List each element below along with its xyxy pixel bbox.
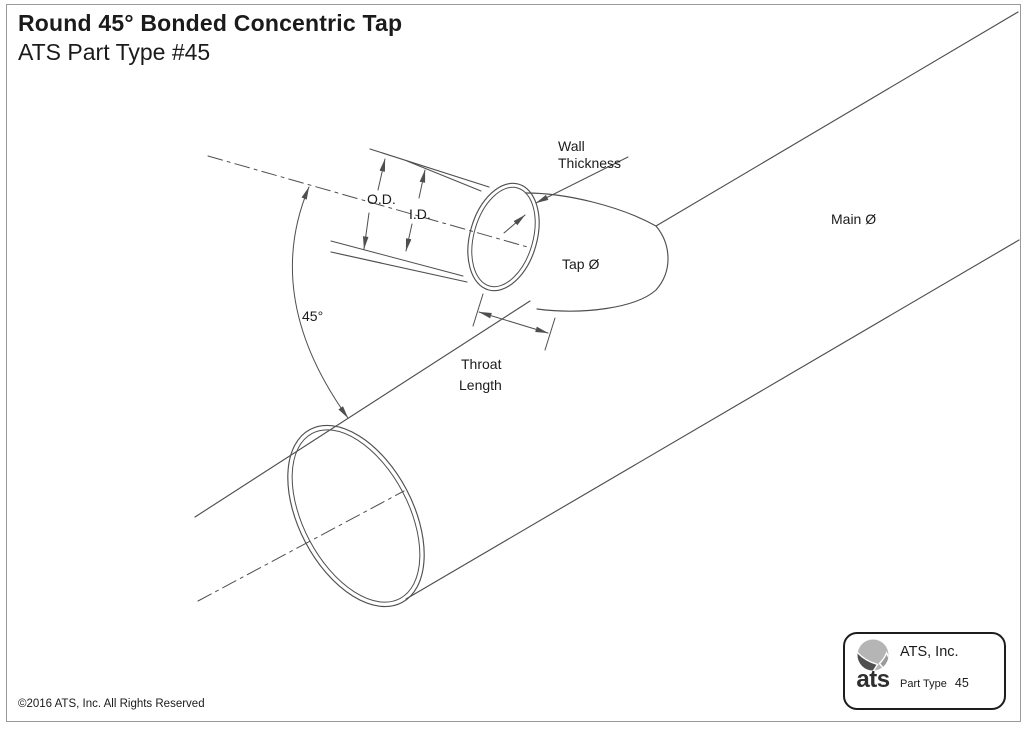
main-pipe <box>194 11 1020 608</box>
tap-diameter-label: Tap Ø <box>562 256 599 272</box>
throat-dim-line <box>478 311 549 334</box>
saddle-lobe-curve <box>536 225 669 312</box>
main-pipe-centerline <box>197 490 405 602</box>
copyright-notice: ©2016 ATS, Inc. All Rights Reserved <box>18 698 205 710</box>
od-dim-line-top <box>377 158 386 191</box>
part-type-label: Part Type <box>900 678 947 690</box>
throat-extension-tick-right <box>544 317 556 351</box>
tap-outer-bottom-edge <box>330 251 468 283</box>
angle-label: 45° <box>302 308 323 324</box>
main-pipe-upper-edge <box>194 300 531 518</box>
tap-inner-top-edge <box>406 160 482 192</box>
main-pipe-top-edge <box>655 11 1019 227</box>
tap-end-inner <box>471 186 536 288</box>
saddle-upper-curve <box>525 192 657 227</box>
id-dim-line-top <box>418 169 426 199</box>
angle-arc <box>291 186 349 419</box>
id-label: I.D. <box>409 206 431 222</box>
wall-thickness-label-line2: Thickness <box>558 155 621 171</box>
title-block-company: ATS, Inc. <box>900 644 959 660</box>
wall-thickness-label-line1: Wall <box>558 138 585 154</box>
page-subtitle: ATS Part Type #45 <box>18 39 211 65</box>
tap-outer-top-edge <box>369 148 490 188</box>
title-block: ats ATS, Inc. Part Type 45 <box>843 632 1006 710</box>
tap-saddle <box>525 192 669 312</box>
title-block-part-type: Part Type 45 <box>900 676 969 690</box>
main-diameter-label: Main Ø <box>831 211 876 227</box>
part-type-value: 45 <box>954 676 969 690</box>
od-label: O.D. <box>367 191 396 207</box>
id-dim-line-bottom <box>405 223 413 252</box>
tap-inner-bottom-edge <box>330 240 464 277</box>
throat-length-label-line1: Throat <box>461 356 502 372</box>
tap-pipe <box>207 148 540 292</box>
wall-thickness-inner-arrow <box>503 214 526 234</box>
od-dim-line-bottom <box>362 212 370 250</box>
tap-centerline <box>207 155 532 249</box>
dimensions <box>291 156 629 419</box>
throat-length-label-line2: Length <box>459 377 502 393</box>
throat-extension-tick-left <box>472 293 484 327</box>
ats-logo-wordmark: ats <box>856 666 890 693</box>
diagram-labels: O.D. I.D. Wall Thickness Tap Ø Main Ø 45… <box>302 138 876 393</box>
wall-thickness-leader <box>535 156 629 204</box>
main-pipe-lower-edge <box>405 239 1020 600</box>
tap-end-outer <box>467 182 540 292</box>
main-pipe-end-outer <box>287 424 425 608</box>
ats-logo-icon <box>857 639 889 671</box>
page-title: Round 45° Bonded Concentric Tap <box>18 10 403 36</box>
